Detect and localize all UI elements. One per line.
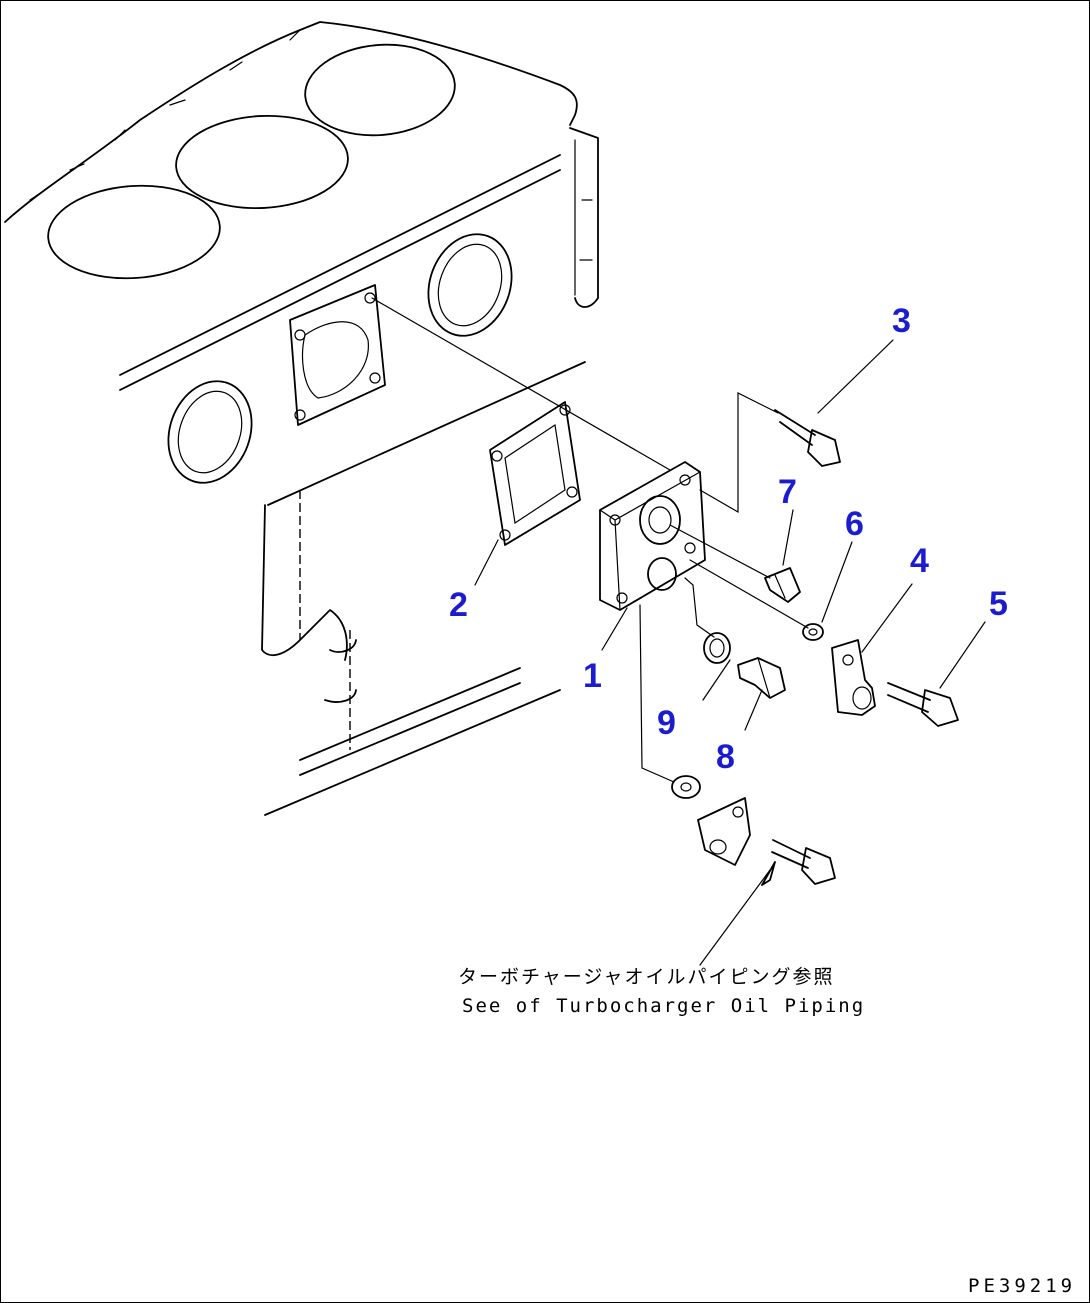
part-7-fitting — [764, 567, 801, 603]
note-english: See of Turbocharger Oil Piping — [462, 995, 865, 1017]
turbo-oil-parts — [671, 775, 836, 885]
callout-9: 9 — [657, 704, 676, 742]
callout-6: 6 — [845, 505, 864, 543]
part-6-washer — [802, 623, 824, 641]
drawing-code: PE39219 — [968, 1275, 1076, 1297]
callout-7: 7 — [778, 473, 797, 511]
callout-4: 4 — [910, 542, 929, 580]
callout-8: 8 — [716, 738, 735, 776]
part-1-cover — [599, 461, 706, 611]
part-4-bracket — [831, 639, 876, 716]
engine-block — [4, 21, 599, 816]
part-9-washer — [703, 632, 731, 664]
leader-lines — [371, 297, 986, 966]
part-3-bolt — [774, 409, 841, 467]
callout-5: 5 — [989, 585, 1008, 623]
callout-1: 1 — [583, 657, 602, 695]
callout-3: 3 — [892, 302, 911, 340]
part-2-gasket — [489, 401, 581, 546]
callout-2: 2 — [449, 586, 468, 624]
part-5-bolt — [887, 682, 959, 727]
note-japanese: ターボチャージャオイルパイピング参照 — [458, 966, 834, 988]
part-8-plug — [737, 657, 786, 699]
